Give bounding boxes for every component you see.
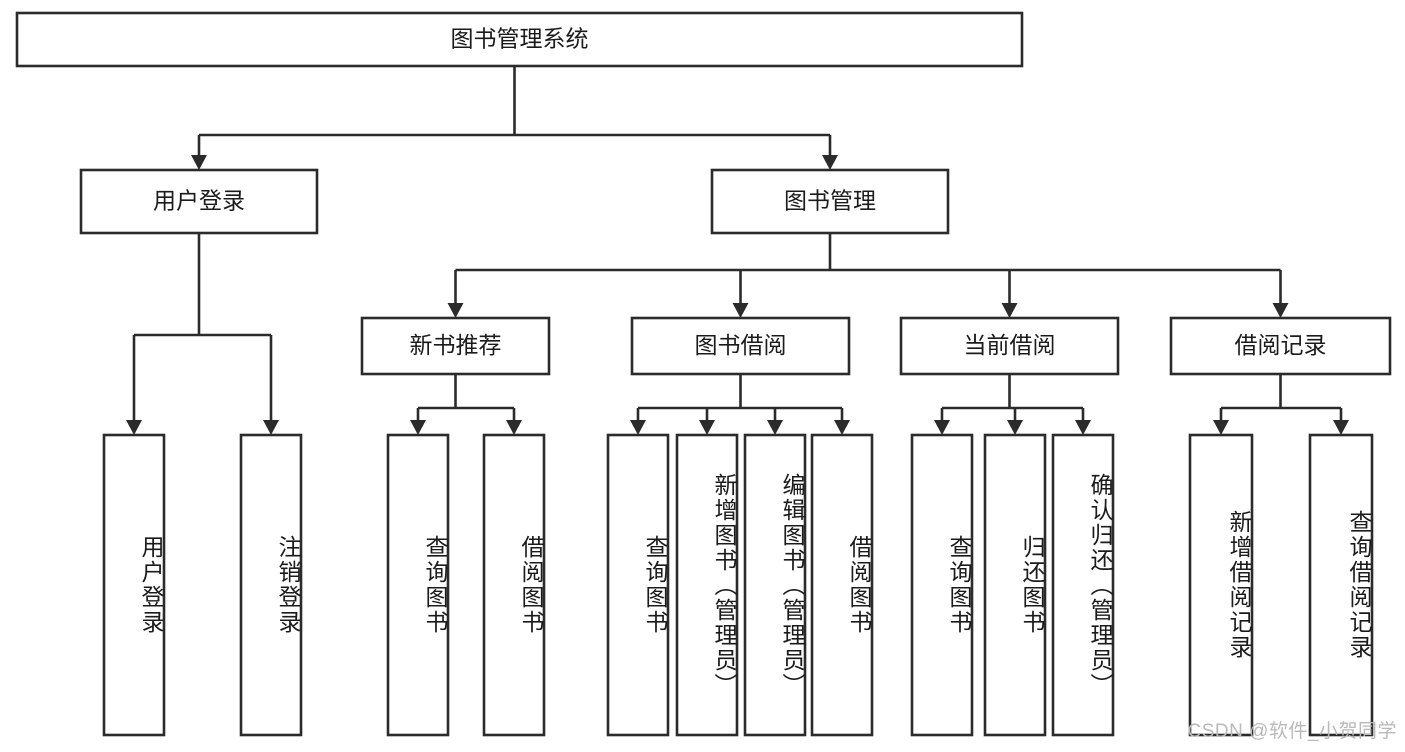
arrow-to-leaf-logout-arrowhead [263,420,279,435]
arrow-to-leaf-query-book-3-arrowhead [934,420,950,435]
node-borrow-records[interactable] [1169,316,1392,376]
arrow-to-leaf-borrow-book-1-arrowhead [506,420,522,435]
node-leaf-return-book[interactable] [983,433,1047,737]
arrow-to-book-borrow-arrowhead [732,303,749,318]
node-label-root: 图书管理系统 [451,26,589,52]
node-book-borrow[interactable] [630,316,851,376]
node-label-new-book-recommend: 新书推荐 [410,332,502,358]
node-label-borrow-records: 借阅记录 [1235,332,1327,358]
arrow-to-leaf-query-book-1-arrowhead [410,420,426,435]
node-root[interactable] [15,11,1024,68]
node-leaf-edit-book[interactable] [743,433,807,737]
arrow-to-leaf-confirm-return-arrowhead [1075,420,1091,435]
node-leaf-add-record[interactable] [1188,433,1254,737]
arrow-to-leaf-borrow-book-2-arrowhead [834,420,850,435]
node-leaf-confirm-return[interactable] [1051,433,1115,737]
node-label-book-management: 图书管理 [784,188,876,214]
node-leaf-user-login[interactable] [102,433,166,737]
node-label-current-borrow: 当前借阅 [964,332,1056,358]
node-label-book-borrow: 图书借阅 [695,332,787,358]
connectors-layer [126,66,1349,435]
arrow-to-leaf-add-record-arrowhead [1213,420,1229,435]
arrow-to-user-login-arrowhead [191,155,207,170]
node-leaf-logout[interactable] [239,433,303,737]
arrow-to-leaf-edit-book-arrowhead [767,420,783,435]
node-leaf-query-book-1[interactable] [386,433,450,737]
arrow-to-leaf-query-book-2-arrowhead [630,420,646,435]
boxes-layer [15,11,1392,737]
node-user-login[interactable] [79,168,319,235]
arrow-to-current-borrow-arrowhead [1001,303,1018,318]
node-leaf-add-book[interactable] [675,433,739,737]
node-leaf-borrow-book-1[interactable] [482,433,546,737]
watermark-text: CSDN @软件_小贺同学 [1187,721,1397,742]
node-leaf-borrow-book-2[interactable] [810,433,874,737]
arrow-to-leaf-query-record-arrowhead [1333,420,1349,435]
arrow-to-leaf-user-login-arrowhead [126,420,142,435]
node-label-user-login: 用户登录 [153,188,245,214]
arrow-to-leaf-add-book-arrowhead [699,420,715,435]
node-leaf-query-book-2[interactable] [606,433,670,737]
arrow-to-book-management-arrowhead [822,155,838,170]
node-book-management[interactable] [710,168,950,235]
arrow-to-leaf-return-book-arrowhead [1007,420,1023,435]
arrow-to-borrow-records-arrowhead [1272,303,1289,318]
node-leaf-query-record[interactable] [1308,433,1374,737]
node-new-book-recommend[interactable] [360,316,551,376]
arrow-to-new-book-recommend-arrowhead [447,303,464,318]
node-leaf-query-book-3[interactable] [910,433,974,737]
node-current-borrow[interactable] [899,316,1120,376]
